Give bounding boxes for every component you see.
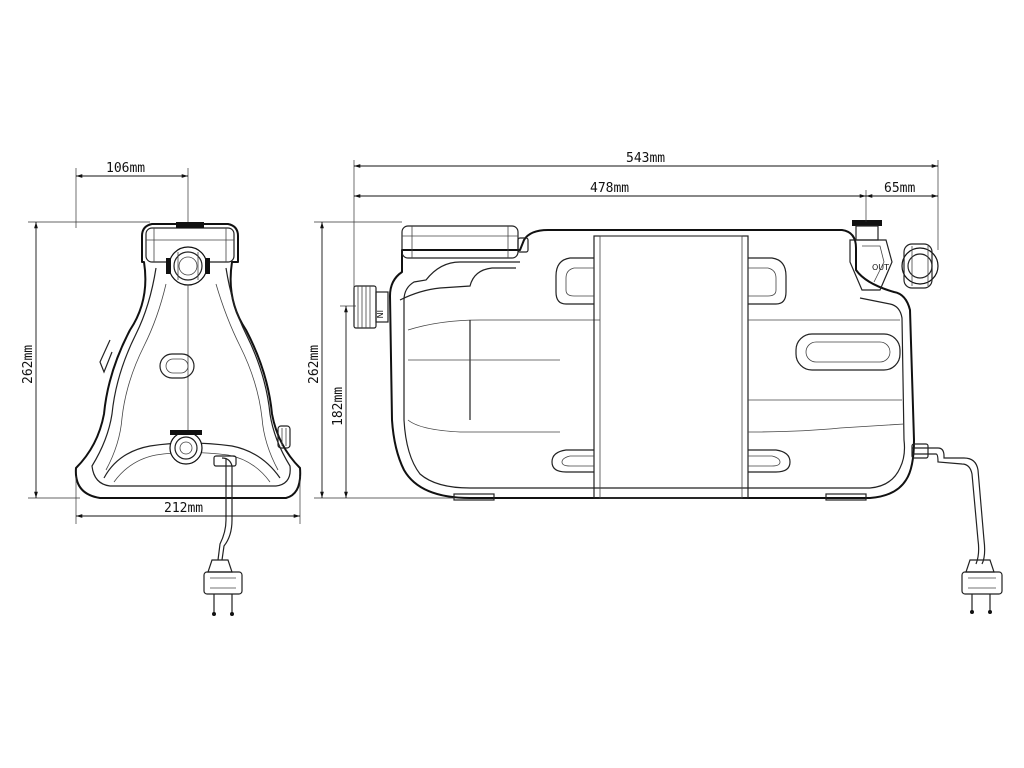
side-plug — [961, 559, 1003, 614]
front-body-outline — [74, 223, 302, 499]
dim-side-body-length: 478mm — [590, 181, 629, 196]
front-handle-slot — [159, 353, 195, 379]
dim-side-inlet-height: 182mm — [331, 387, 346, 426]
side-foot-right — [825, 493, 867, 501]
dim-side-total-length: 543mm — [626, 151, 665, 166]
side-top-housing — [401, 225, 519, 259]
dim-side-outlet-offset: 65mm — [884, 181, 915, 196]
side-right-frame — [748, 257, 787, 305]
dimension-lines: 106mm 262mm 212mm 543mm 478mm 65mm 262mm… — [21, 151, 939, 524]
side-outlet-fitting: OUT — [849, 220, 939, 291]
dim-front-base-width: 212mm — [164, 501, 203, 516]
side-inlet-fitting: IN — [353, 285, 389, 329]
outlet-label: OUT — [872, 263, 889, 272]
side-body-outline — [389, 229, 915, 499]
side-handle-slot — [795, 333, 901, 371]
front-view — [74, 222, 302, 616]
front-third-contour — [105, 283, 279, 471]
side-left-frame — [555, 257, 594, 305]
side-view: IN OUT — [353, 220, 1003, 614]
dim-front-height: 262mm — [21, 345, 36, 384]
front-plug — [203, 559, 243, 616]
front-power-cord — [221, 457, 233, 561]
dim-front-top-width: 106mm — [106, 161, 145, 176]
front-side-knob — [277, 425, 291, 449]
front-top-connector — [168, 246, 208, 286]
side-inner-contour — [403, 261, 906, 489]
side-foot-left — [453, 493, 495, 501]
side-power-cord — [912, 447, 986, 565]
front-inner-contour — [91, 267, 291, 487]
inlet-label: IN — [375, 310, 384, 318]
side-center-band — [593, 235, 749, 499]
dim-side-height: 262mm — [307, 345, 322, 384]
